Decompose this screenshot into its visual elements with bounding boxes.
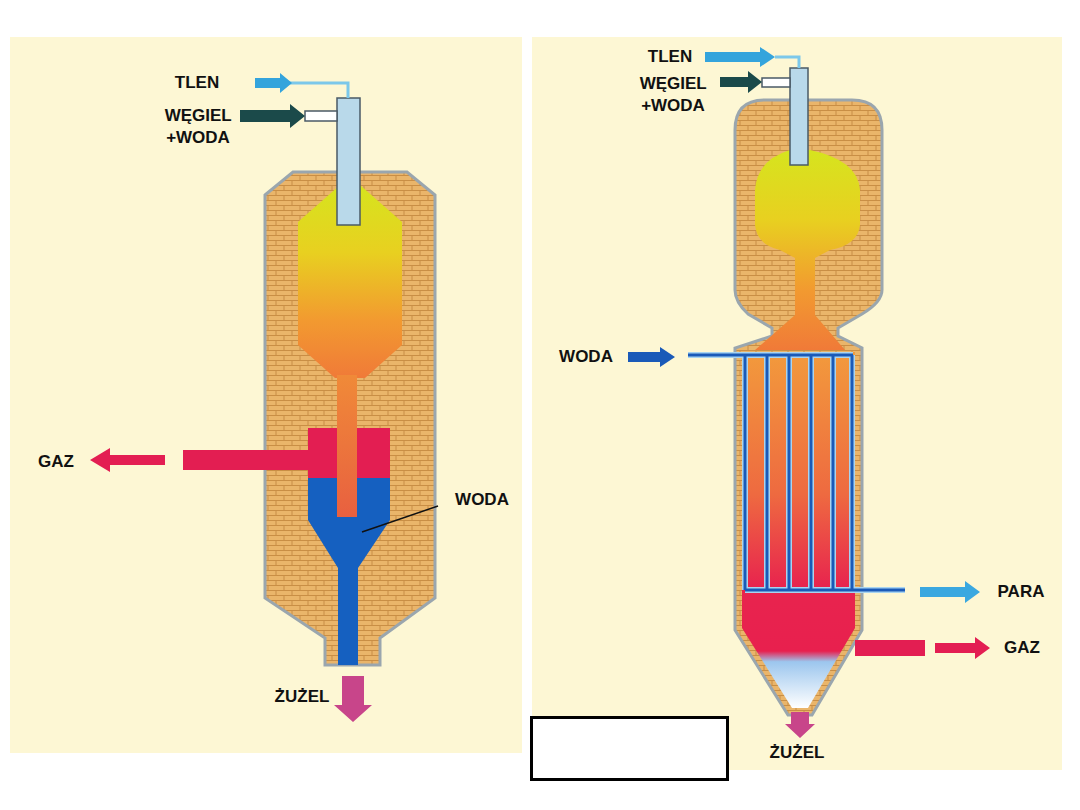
- part-label: WODA: [455, 489, 509, 511]
- reaction-chamber: [755, 150, 860, 350]
- gas-pipe: [183, 450, 309, 470]
- panel: [532, 37, 1062, 770]
- gas-pipe: [855, 640, 925, 656]
- part-label: PARA: [998, 581, 1045, 603]
- slag-arrow: [785, 712, 815, 738]
- part-label: TLEN: [175, 72, 219, 94]
- gas-arrow: [90, 448, 165, 472]
- oxygen-arrow: [255, 73, 292, 93]
- dip-tube: [337, 375, 357, 517]
- cooling-section: [742, 352, 855, 708]
- part-label: WĘGIEL +WODA: [165, 105, 232, 149]
- part-label: ŻUŻEL: [275, 686, 330, 708]
- vessel-wall: [265, 172, 435, 665]
- coal-arrow: [720, 71, 762, 93]
- steam-arrow: [920, 581, 980, 603]
- part-label: ŻUŻEL: [770, 742, 825, 764]
- oxygen-line: [775, 57, 799, 68]
- water-arrow: [628, 347, 675, 367]
- part-label: WODA: [559, 346, 613, 368]
- part-label: WĘGIEL +WODA: [640, 73, 707, 117]
- feed-pipe: [305, 111, 337, 121]
- gas-arrow: [935, 637, 990, 659]
- leader-line: [362, 506, 438, 532]
- cooling-tubes: [688, 355, 905, 590]
- panel: [10, 37, 522, 753]
- feed-injector: [790, 68, 808, 165]
- oxygen-arrow: [705, 47, 775, 67]
- slag-arrow: [334, 676, 372, 722]
- feed-pipe: [762, 78, 790, 87]
- oxygen-line: [290, 83, 348, 98]
- feed-injector: [337, 98, 360, 225]
- part-label: TLEN: [648, 46, 692, 68]
- part-label: GAZ: [1004, 637, 1040, 659]
- vessel-wall: [735, 100, 882, 715]
- cooling-tubes-edge: [688, 355, 905, 590]
- part-label: GAZ: [38, 451, 74, 473]
- blank-box: [532, 718, 728, 780]
- coal-arrow: [240, 104, 305, 128]
